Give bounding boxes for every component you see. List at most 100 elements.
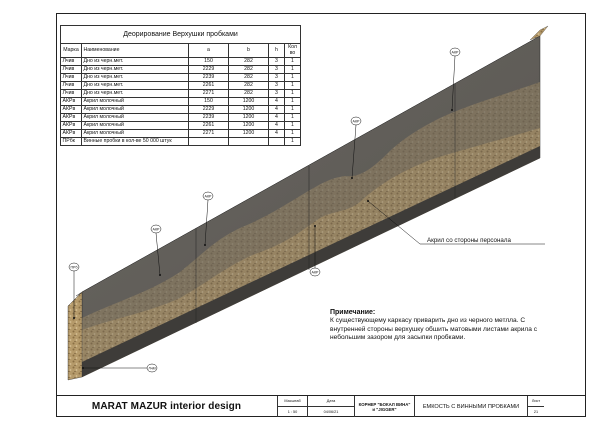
table-cell: 1200	[228, 113, 269, 122]
table-cell: 3	[268, 81, 285, 90]
table-cell: 1	[284, 73, 301, 82]
table-cell: 2261	[188, 81, 229, 90]
table-cell: Дно из черн.мет.	[81, 73, 189, 82]
table-cell: 4	[268, 97, 285, 106]
tag-bubble-left-low	[68, 262, 80, 272]
table-cell: 2229	[188, 105, 229, 114]
table-cell: 3	[268, 89, 285, 98]
header-cell: h	[268, 43, 285, 58]
table-cell: Лчив	[60, 57, 82, 66]
table-cell: 282	[228, 81, 269, 90]
project-name: КОРНЕР "БОКАЛ ВИНА" и "JIGGER"	[354, 396, 414, 417]
header-cell: Наименование	[81, 43, 189, 58]
tag-bubble-left-upper	[202, 191, 214, 201]
table-cell: 4	[268, 129, 285, 138]
table-cell: Акрил молочный	[81, 97, 189, 106]
sheet-number-cell: Лист 21	[527, 396, 544, 417]
table-cell: 2271	[188, 89, 229, 98]
table-cell: 1	[284, 57, 301, 66]
table-cell: АКРв	[60, 97, 82, 106]
tag-left-low: ПРб	[70, 265, 77, 269]
header-cell: b	[228, 43, 269, 58]
table-cell: Лчив	[60, 73, 82, 82]
table-cell: 2239	[188, 73, 229, 82]
cork-end-top	[529, 25, 549, 41]
table-cell: 282	[228, 57, 269, 66]
table-cell: 3	[268, 57, 285, 66]
table-cell: 1200	[228, 105, 269, 114]
table-cell: 1200	[228, 97, 269, 106]
note-title: Примечание:	[330, 309, 376, 316]
table-cell: АКРв	[60, 121, 82, 130]
table-cell: 1	[284, 81, 301, 90]
brand-name: MARAT MAZUR interior design	[91, 401, 242, 412]
table-cell: Дно из черн.мет.	[81, 81, 189, 90]
table-cell	[188, 137, 229, 146]
cork-end-face	[67, 291, 83, 381]
sheet-label: Лист	[528, 396, 544, 407]
scale-cell: Масштаб 1 : 50	[277, 396, 307, 417]
table-cell: 1200	[228, 129, 269, 138]
table-cell: 4	[268, 105, 285, 114]
tag-bubble-left-mid	[150, 224, 162, 234]
tag-bubble-bottom	[146, 363, 158, 373]
table-cell: 1	[284, 137, 301, 146]
table-cell: 1	[284, 89, 301, 98]
note-block: Примечание: К существующему каркасу прив…	[330, 309, 560, 342]
table-cell: 282	[228, 73, 269, 82]
table-cell: 1	[284, 121, 301, 130]
table-cell: 3	[268, 65, 285, 74]
header-cell: Кол во	[284, 43, 301, 58]
table-cell: Дно из черн.мет.	[81, 89, 189, 98]
specification-table: Деорирование Верхушки пробками Марка Наи…	[60, 25, 301, 146]
table-cell: Лчив	[60, 89, 82, 98]
table-cell: 4	[268, 113, 285, 122]
tag-bubble-top	[449, 47, 461, 57]
table-cell: Акрил молочный	[81, 129, 189, 138]
sheet-number: 21	[533, 410, 539, 414]
table-title: Деорирование Верхушки пробками	[60, 25, 301, 44]
date-value: 04/06/21	[323, 410, 339, 414]
callout-acrylic: Акрил со стороны персонала	[427, 237, 511, 244]
table-cell: 4	[268, 121, 285, 130]
table-cell: 1200	[228, 121, 269, 130]
sheet-frame	[56, 13, 586, 417]
tag-bottom: ЛчМ	[148, 366, 155, 370]
table-cell: ПРбк	[60, 137, 82, 146]
tag-top: АКР	[452, 50, 459, 54]
table-cell: 282	[228, 65, 269, 74]
note-body: К существующему каркасу приварить дно из…	[330, 317, 538, 341]
table-cell: 3	[268, 73, 285, 82]
table-cell: Акрил молочный	[81, 105, 189, 114]
table-cell: 150	[188, 57, 229, 66]
header-cell: a	[188, 43, 229, 58]
tag-mid-upper: АКР	[353, 119, 360, 123]
scale-label: Масштаб	[278, 396, 307, 407]
date-label: Дата	[308, 396, 354, 407]
table-cell: Дно из черн.мет.	[81, 65, 189, 74]
table-cell: 1	[284, 105, 301, 114]
table-cell: АКРв	[60, 113, 82, 122]
table-cell: Винные пробки в кол-ве 50 000 штук	[81, 137, 189, 146]
table-cell: 2261	[188, 121, 229, 130]
table-cell: 282	[228, 89, 269, 98]
tag-left-upper: АКР	[205, 194, 212, 198]
table-cell: 1	[284, 129, 301, 138]
table-cell: Лчив	[60, 81, 82, 90]
table-cell: 2229	[188, 65, 229, 74]
header-cell: Марка	[60, 43, 82, 58]
table-cell: 2239	[188, 113, 229, 122]
